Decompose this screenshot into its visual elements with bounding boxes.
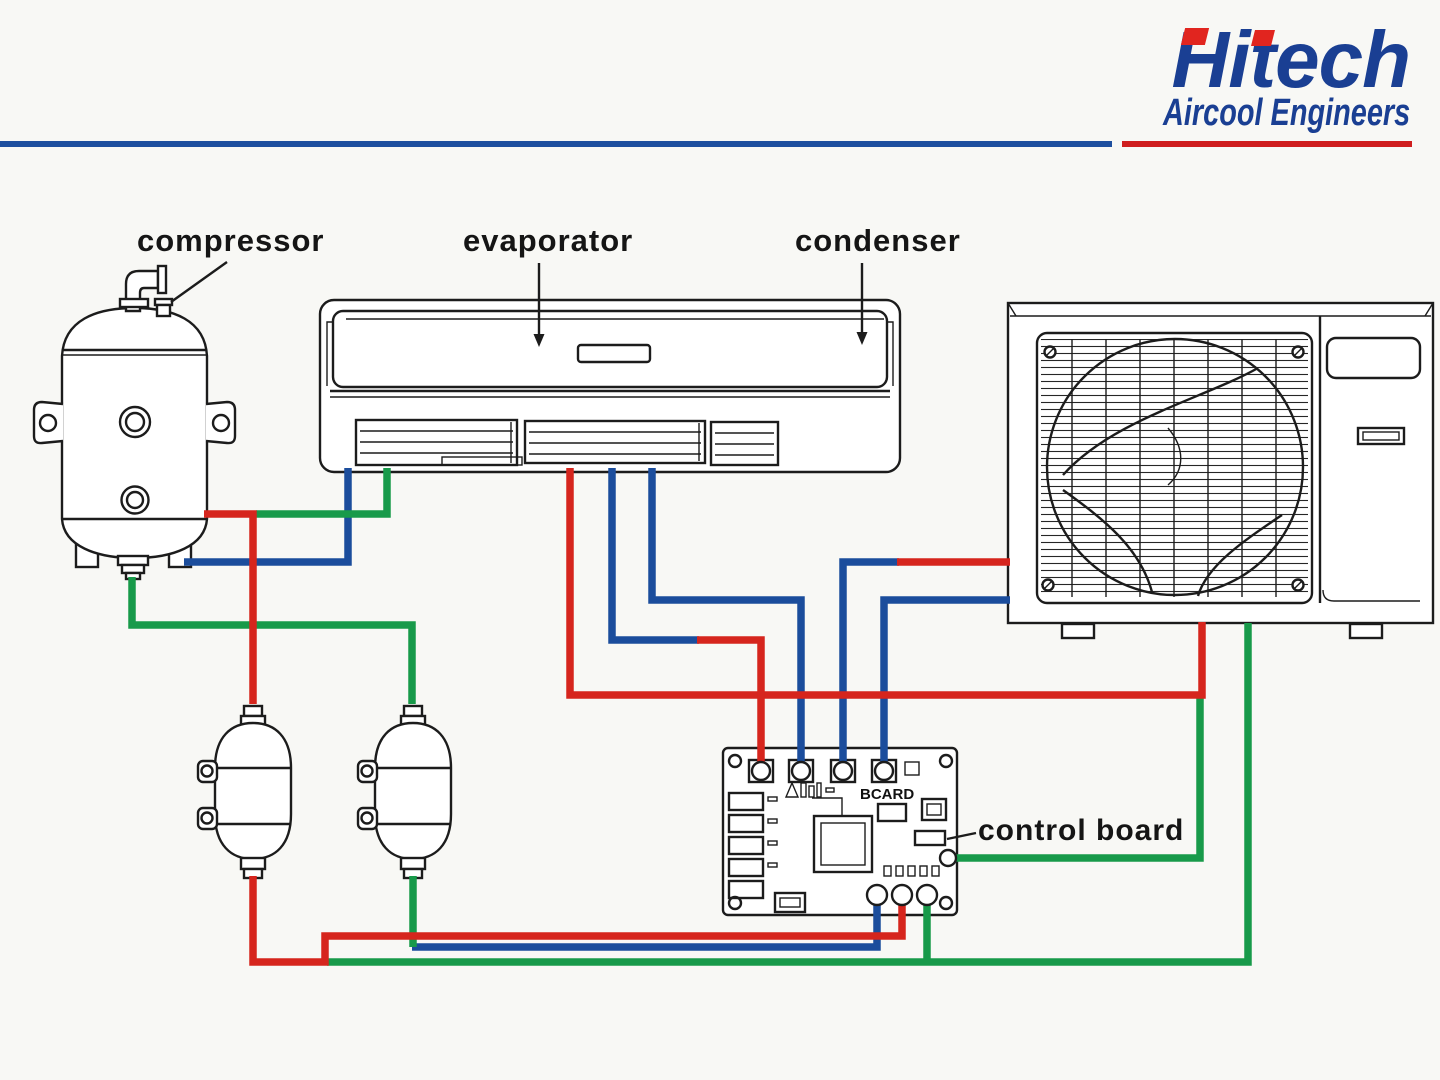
wire-board-to-condenser-blue-2: [880, 596, 1010, 774]
wire-board-to-condenser-blue-1: [839, 558, 899, 774]
header-divider-blue: [0, 141, 1112, 147]
board-silkscreen-text: BCARD: [860, 786, 914, 803]
compressor-label: compressor: [137, 223, 325, 258]
control-board-drawing: BCARD: [721, 746, 959, 917]
compressor-drawing: [32, 264, 237, 581]
logo-red-accent-icon: [1180, 28, 1210, 45]
wire-board-bottom-blue: [412, 895, 881, 951]
compressor-leader-line: [170, 261, 228, 303]
control-board-label: control board: [978, 814, 1185, 847]
evaporator-arrowhead: [533, 334, 545, 347]
board-connector-pads: [750, 760, 958, 907]
wire-condenser-to-bottom-green: [327, 623, 1252, 966]
condenser-drawing: [1006, 301, 1435, 640]
wiring: [128, 468, 1252, 966]
wire-evaporator-to-condenser-red: [566, 468, 1206, 699]
wire-evaporator-to-red-junction-green: [256, 468, 391, 518]
accumulator-tank-1: [196, 704, 293, 880]
brand-logo-text: Hitech: [1171, 15, 1411, 104]
wire-evaporator-to-compressor-blue: [184, 468, 352, 566]
wire-compressor-to-tank2-green: [128, 577, 416, 704]
wire-junction-to-board-green: [951, 697, 1204, 862]
label-leaders: [170, 261, 977, 841]
brand-tagline: Aircool Engineers: [1162, 92, 1410, 134]
wire-evaporator-to-board-blue-2: [648, 468, 805, 774]
condenser-arrowhead: [856, 332, 868, 345]
wire-compressor-to-tank1-red: [204, 510, 257, 704]
control-board-leader-line: [946, 831, 977, 841]
wire-junction-to-board-red-1: [697, 636, 765, 774]
evaporator-drawing: [318, 298, 902, 474]
logo-red-dot-icon: [1251, 30, 1275, 46]
header-divider-red: [1122, 141, 1412, 147]
wire-tank1-to-board-red: [249, 876, 906, 966]
accumulator-tank-2: [356, 704, 453, 880]
evaporator-label: evaporator: [463, 223, 634, 258]
wire-evaporator-to-board-blue-1: [608, 468, 699, 644]
condenser-label: condenser: [795, 223, 961, 258]
